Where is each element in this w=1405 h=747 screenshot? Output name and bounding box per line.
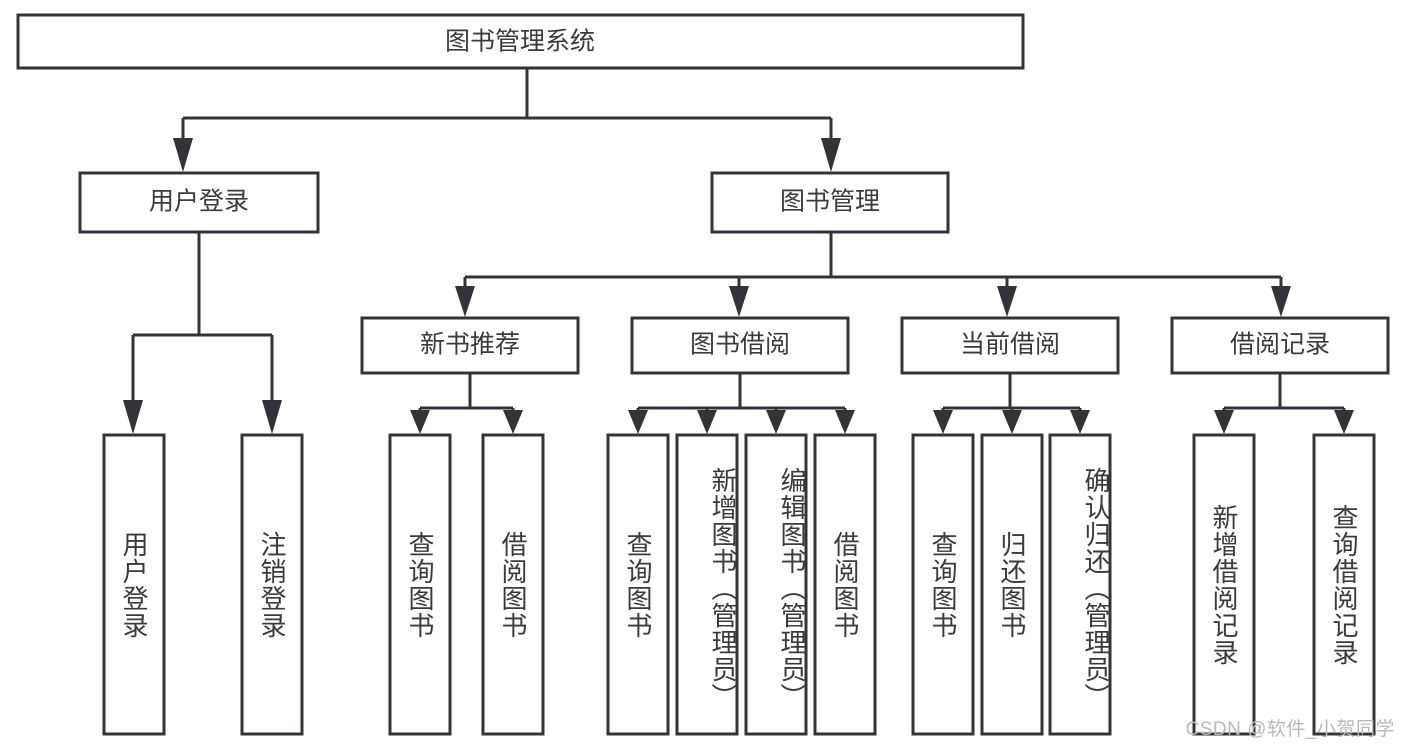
- connector-current-borrow-to-leaves: [933, 373, 1090, 434]
- csdn-watermark: CSDN @软件_小贺同学: [1185, 719, 1395, 740]
- arrow-head-book-manage: [821, 138, 841, 172]
- node-leaf-add-record-box[interactable]: [1192, 433, 1256, 736]
- node-leaf-borrow-book-1-box[interactable]: [481, 433, 545, 736]
- arrow-head-leaf-add-book: [697, 410, 717, 434]
- node-leaf-query-book-2-box[interactable]: [606, 433, 670, 736]
- node-user-login-box[interactable]: [78, 171, 320, 234]
- arrow-head-current-borrow: [997, 286, 1017, 317]
- arrow-head-leaf-query-book-1: [410, 410, 430, 434]
- node-user-login-label: 用户登录: [149, 188, 249, 216]
- arrow-head-leaf-borrow-book-1: [503, 410, 523, 434]
- arrow-head-leaf-add-record: [1214, 410, 1234, 434]
- arrow-head-leaf-logout-login: [262, 400, 282, 434]
- node-leaf-confirm-return-box[interactable]: [1048, 433, 1112, 736]
- node-book-manage-label: 图书管理: [780, 188, 880, 216]
- node-root-box[interactable]: [16, 13, 1025, 70]
- node-leaf-return-book-box[interactable]: [980, 433, 1044, 736]
- arrow-head-new-book-recommend: [455, 286, 475, 317]
- connector-new-book-recommend-to-leaves: [410, 373, 523, 434]
- node-book-borrow-box[interactable]: [630, 316, 850, 375]
- node-root[interactable]: 图书管理系统: [16, 13, 1025, 70]
- node-leaf-query-record-box[interactable]: [1312, 433, 1376, 736]
- arrow-head-leaf-query-book-2: [628, 410, 648, 434]
- arrow-head-leaf-edit-book: [766, 410, 786, 434]
- node-book-manage-box[interactable]: [710, 171, 950, 234]
- node-root-label: 图书管理系统: [445, 28, 595, 56]
- connector-root-to-level2: [173, 68, 841, 172]
- arrow-head-leaf-query-book-3: [933, 410, 953, 434]
- node-leaf-borrow-book-2-box[interactable]: [813, 433, 877, 736]
- node-borrow-record-box[interactable]: [1170, 316, 1390, 375]
- node-leaf-user-login-box[interactable]: [102, 433, 166, 736]
- node-current-borrow-box[interactable]: [900, 316, 1120, 375]
- node-book-manage[interactable]: 图书管理: [710, 171, 950, 234]
- arrow-head-borrow-record: [1271, 286, 1291, 317]
- arrow-head-leaf-borrow-book-2: [835, 410, 855, 434]
- arrow-head-leaf-user-login: [123, 400, 143, 434]
- arrow-head-book-borrow: [729, 286, 749, 317]
- arrow-head-leaf-query-record: [1334, 410, 1354, 434]
- node-leaf-logout-login-box[interactable]: [240, 433, 304, 736]
- node-new-book-recommend-box[interactable]: [360, 316, 580, 375]
- node-leaf-query-book-1-box[interactable]: [388, 433, 452, 736]
- connector-book-borrow-to-leaves: [628, 373, 855, 434]
- node-book-borrow-label: 图书借阅: [690, 331, 790, 359]
- arrow-head-user-login: [173, 138, 193, 172]
- node-new-book-recommend[interactable]: 新书推荐: [360, 316, 580, 375]
- node-new-book-recommend-label: 新书推荐: [420, 331, 520, 359]
- node-current-borrow-label: 当前借阅: [960, 331, 1060, 359]
- node-book-borrow[interactable]: 图书借阅: [630, 316, 850, 375]
- node-borrow-record[interactable]: 借阅记录: [1170, 316, 1390, 375]
- node-leaf-add-book-box[interactable]: [675, 433, 739, 736]
- node-leaf-query-book-3-box[interactable]: [911, 433, 975, 736]
- node-leaf-edit-book-box[interactable]: [744, 433, 808, 736]
- arrow-head-leaf-return-book: [1002, 410, 1022, 434]
- node-borrow-record-label: 借阅记录: [1230, 331, 1330, 359]
- connector-user-login-to-leaves: [123, 232, 282, 434]
- node-current-borrow[interactable]: 当前借阅: [900, 316, 1120, 375]
- connector-book-manage-to-level3: [455, 232, 1291, 317]
- node-user-login[interactable]: 用户登录: [78, 171, 320, 234]
- connector-borrow-record-to-leaves: [1214, 373, 1354, 434]
- arrow-head-leaf-confirm-return: [1070, 410, 1090, 434]
